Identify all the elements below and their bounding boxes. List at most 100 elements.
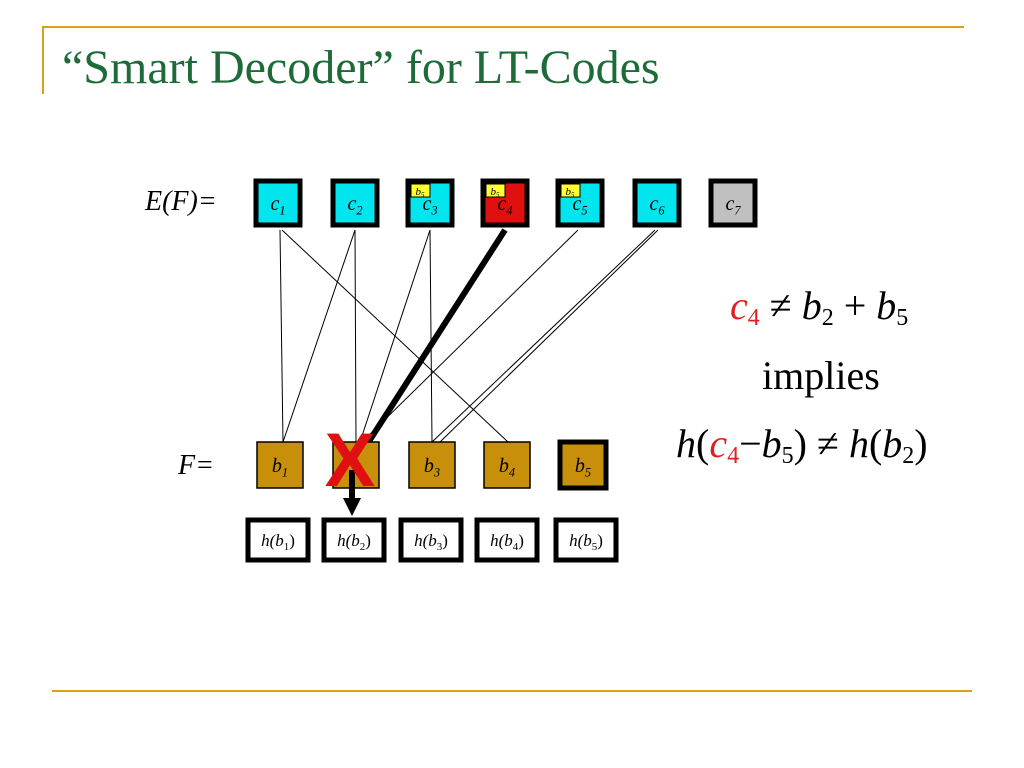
encoded-label: c1 xyxy=(270,193,285,217)
tag-box xyxy=(560,183,581,198)
source-label: b1 xyxy=(272,455,288,479)
thick-edge-c4-b2 xyxy=(363,228,508,448)
eq3-neq: ≠ xyxy=(816,421,839,466)
overlay: X xyxy=(325,418,376,516)
encoded-symbol-c6: c6 xyxy=(632,178,682,228)
source-box xyxy=(557,439,609,491)
bottom-rule xyxy=(52,690,972,692)
source-box xyxy=(256,441,304,489)
eq3-b5-sub: 5 xyxy=(781,443,794,469)
encoded-label: c6 xyxy=(649,193,665,217)
source-symbol-b5: b5 xyxy=(557,439,609,491)
hash-label: h(b4) xyxy=(490,531,524,553)
hash-box-1: h(b1) xyxy=(245,517,311,563)
encoded-box xyxy=(632,178,682,228)
eq1-c-sub: 4 xyxy=(747,305,760,331)
edge-line xyxy=(429,229,433,443)
hash-rect xyxy=(321,517,387,563)
source-symbol-b1: b1 xyxy=(256,441,304,489)
source-box xyxy=(408,441,456,489)
edge-line xyxy=(361,229,579,443)
edge-line xyxy=(279,229,284,443)
edge-line xyxy=(431,229,656,443)
tag-label: b5 xyxy=(566,186,576,199)
equation-line-2: implies xyxy=(762,353,880,398)
encoded-label: c5 xyxy=(572,193,587,217)
slide-title: “Smart Decoder” for LT-Codes xyxy=(62,41,660,94)
encoded-label: c7 xyxy=(725,193,741,217)
encoded-label: c4 xyxy=(497,193,512,217)
equation-line-3: h(c4−b5) ≠ h(b2) xyxy=(676,421,928,469)
hash-rect xyxy=(245,517,311,563)
edge-line xyxy=(354,229,357,443)
edge-line xyxy=(359,229,431,443)
hash-rect xyxy=(474,517,540,563)
eq1-b5: b xyxy=(876,283,897,328)
hash-box-5: h(b5) xyxy=(553,517,619,563)
hash-label: h(b2) xyxy=(337,531,371,553)
eq1-plus: + xyxy=(843,283,867,328)
hash-box-4: h(b4) xyxy=(474,517,540,563)
eq1-b5-sub: 5 xyxy=(896,305,909,331)
encoded-symbol-c1: c1 xyxy=(253,178,303,228)
eq1-c: c xyxy=(730,283,748,328)
source-box xyxy=(483,441,531,489)
encoded-symbol-c7: c7 xyxy=(708,178,758,228)
red-x-mark: X xyxy=(325,418,376,503)
source-label: b4 xyxy=(499,455,515,479)
eq3-minus: − xyxy=(739,421,762,466)
eq1-neq: ≠ xyxy=(769,283,792,328)
hash-rect xyxy=(553,517,619,563)
tag-box xyxy=(485,183,506,198)
eq3-b5: b xyxy=(761,421,782,466)
source-label: b3 xyxy=(424,455,440,479)
hash-label: h(b1) xyxy=(261,531,295,553)
eq3-b2: b xyxy=(882,421,903,466)
encoded-box xyxy=(708,178,758,228)
encoded-label: c3 xyxy=(422,193,437,217)
top-rule xyxy=(42,26,964,28)
hash-box-2: h(b2) xyxy=(321,517,387,563)
tag-box xyxy=(410,183,431,198)
eq3-h1: h xyxy=(676,421,696,466)
encoded-box xyxy=(330,178,380,228)
encoded-row-label: E(F)= xyxy=(145,186,217,217)
hash-label: h(b3) xyxy=(414,531,448,553)
eq1-b2: b xyxy=(801,283,822,328)
edges xyxy=(279,228,659,448)
edge-line xyxy=(282,229,356,443)
eq1-b2-sub: 2 xyxy=(821,305,834,331)
eq3-b2-sub: 2 xyxy=(902,443,915,469)
source-row-label: F= xyxy=(178,450,214,481)
source-symbol-b3: b3 xyxy=(408,441,456,489)
hash-label: h(b5) xyxy=(569,531,603,553)
b5-tag: b5 xyxy=(560,183,581,199)
equation-line-1: c4 ≠ b2 + b5 xyxy=(730,282,908,332)
hash-values: h(b1) h(b2) h(b3) h(b4) h(b5) xyxy=(245,517,619,563)
source-label: b5 xyxy=(575,455,591,479)
eq3-c: c xyxy=(709,421,728,466)
encoded-symbol-c2: c2 xyxy=(330,178,380,228)
eq3-h2: h xyxy=(848,421,869,466)
edge-line xyxy=(439,229,659,443)
encoded-label: c2 xyxy=(347,193,362,217)
source-box xyxy=(332,441,380,489)
b5-tag: b5 xyxy=(485,183,506,199)
tag-label: b5 xyxy=(416,186,426,199)
eq3-c-sub: 4 xyxy=(727,443,740,469)
encoded-box xyxy=(253,178,303,228)
arrow-head xyxy=(343,498,361,516)
left-rule xyxy=(42,26,44,94)
hash-box-3: h(b3) xyxy=(398,517,464,563)
hash-rect xyxy=(398,517,464,563)
source-symbols: b1 b3 b4 b5 xyxy=(256,439,609,491)
tag-label: b5 xyxy=(491,186,501,199)
b5-tag: b5 xyxy=(410,183,431,199)
source-symbol-b2 xyxy=(332,441,380,489)
source-symbol-b4: b4 xyxy=(483,441,531,489)
